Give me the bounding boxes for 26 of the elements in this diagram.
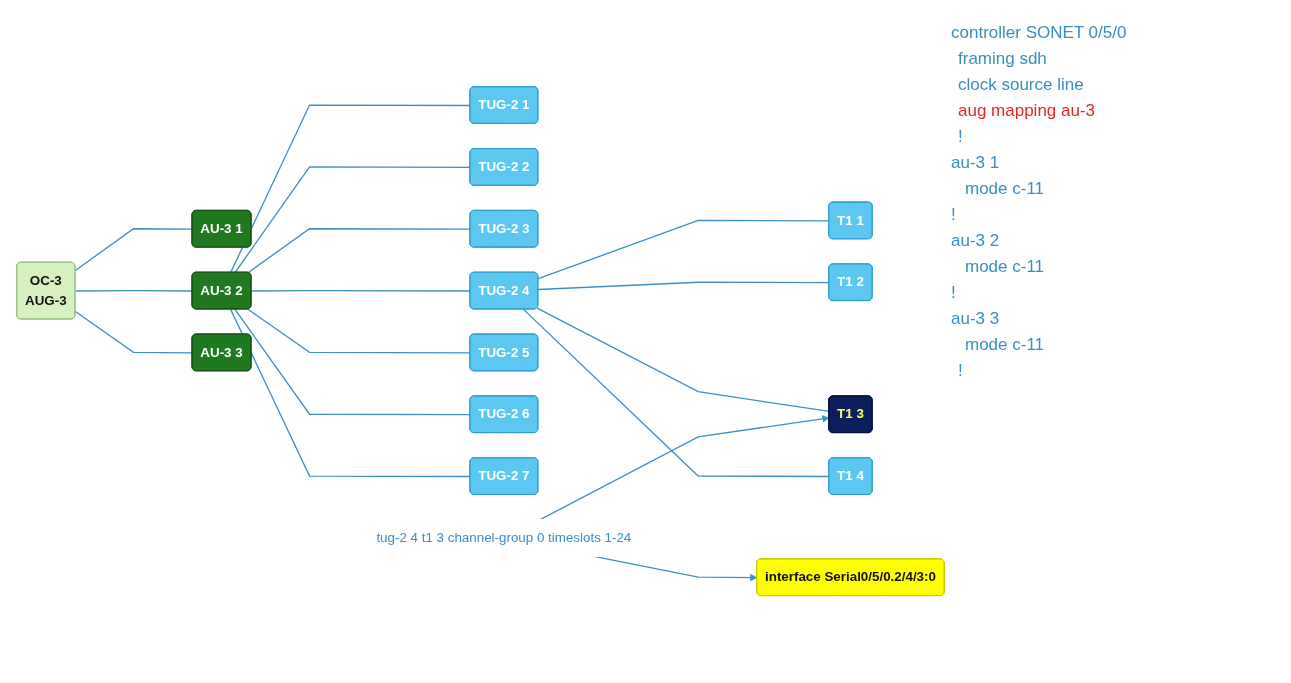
connector xyxy=(230,309,471,478)
config-line: mode c-11 xyxy=(964,256,1046,278)
config-line: ! xyxy=(957,126,964,148)
connector xyxy=(537,220,830,280)
connector xyxy=(234,309,471,416)
config-line: framing sdh xyxy=(957,48,1048,70)
connector xyxy=(536,307,830,413)
connector xyxy=(247,228,471,274)
config-line: au-3 3 xyxy=(951,308,1001,330)
connector xyxy=(230,104,471,274)
config-line: ! xyxy=(957,360,964,382)
connector xyxy=(522,309,830,478)
node-text: tug-2 4 t1 3 channel-group 0 timeslots 1-24 xyxy=(376,530,632,545)
config-line: controller SONET 0/5/0 xyxy=(951,22,1128,44)
config-line: ! xyxy=(951,204,957,226)
connector xyxy=(250,290,471,293)
config-line: au-3 1 xyxy=(951,152,1001,174)
connector xyxy=(247,309,471,354)
config-line: ! xyxy=(951,282,957,304)
config-line: aug mapping au-3 xyxy=(957,100,1097,122)
config-line: au-3 2 xyxy=(951,230,1001,252)
connector xyxy=(537,281,830,291)
config-line: mode c-11 xyxy=(964,334,1046,356)
config-line: clock source line xyxy=(957,74,1085,96)
config-line: mode c-11 xyxy=(964,178,1046,200)
connector xyxy=(234,166,471,274)
